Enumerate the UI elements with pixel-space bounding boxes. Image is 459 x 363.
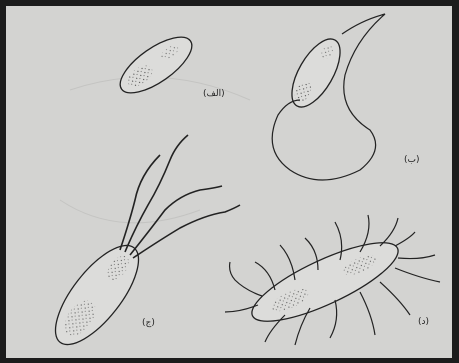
- flagella-tuft-c: [120, 135, 240, 258]
- bacterium-c: [41, 135, 240, 357]
- label-a: (الف): [203, 90, 225, 99]
- faint-background-marks: [60, 77, 250, 223]
- bacterium-b: [272, 14, 385, 180]
- bacterium-a: [112, 27, 200, 103]
- bacterium-d: [225, 215, 440, 345]
- label-c: (ج): [142, 319, 155, 328]
- label-d: (د): [418, 318, 429, 327]
- label-b: (ب): [404, 156, 420, 165]
